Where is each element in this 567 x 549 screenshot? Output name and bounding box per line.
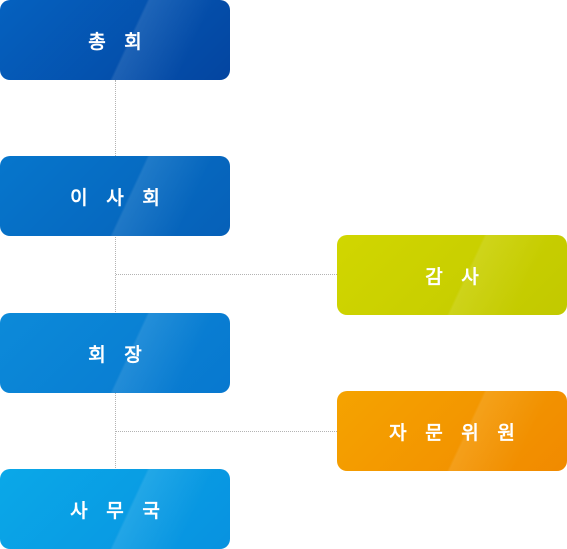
node-auditor: 감 사 (337, 235, 567, 315)
node-president: 회 장 (0, 313, 230, 393)
node-label: 이 사 회 (70, 186, 166, 209)
connector-advisory (116, 431, 337, 432)
node-label: 총 회 (88, 30, 148, 53)
node-secretariat: 사 무 국 (0, 469, 230, 549)
node-board-of-directors: 이 사 회 (0, 156, 230, 236)
connector-auditor (116, 274, 337, 275)
connector-main-vertical (115, 80, 116, 470)
node-label: 회 장 (88, 343, 148, 366)
node-label: 감 사 (425, 265, 485, 288)
node-label: 사 무 국 (70, 499, 166, 522)
node-label: 자 문 위 원 (389, 421, 521, 444)
node-advisory-committee: 자 문 위 원 (337, 391, 567, 471)
node-general-assembly: 총 회 (0, 0, 230, 80)
